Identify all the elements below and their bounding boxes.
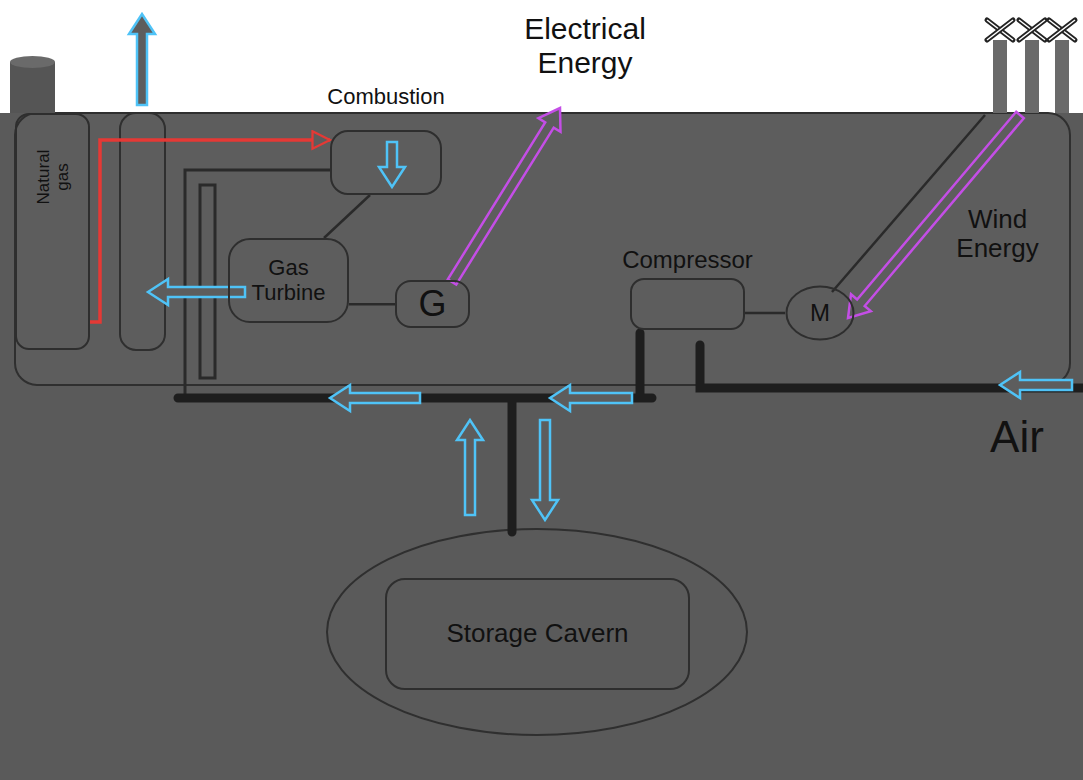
air-intake-arrow [1000, 372, 1072, 398]
node-heading: Compressor [622, 247, 753, 274]
air-in-arrow [379, 142, 405, 187]
motor-circle: M [785, 285, 855, 341]
air-flow-arrow [550, 385, 632, 411]
combustion-chamber: Combustion [330, 130, 442, 195]
circle-outline [787, 287, 854, 340]
turbine-tower [1025, 40, 1039, 113]
turbine-blade [987, 20, 1013, 40]
turbine-tower [1055, 40, 1069, 113]
cavern-in-arrow [532, 420, 558, 520]
node-heading: Combustion [327, 85, 444, 110]
sky-band [0, 0, 1083, 113]
shaft-line [745, 312, 785, 315]
turbine-blade [1019, 20, 1045, 40]
cavern-box: Storage Cavern [385, 578, 690, 690]
energy-input-label: Wind Energy [940, 205, 1055, 263]
generator-box: G [395, 280, 470, 328]
electric-arrow [448, 108, 561, 285]
heat-exchanger [120, 113, 165, 350]
exhaust-arrow [129, 14, 155, 105]
gas-tank [10, 62, 55, 113]
air-flow-arrow [330, 385, 420, 411]
gas-supply: Natural gas [15, 113, 90, 350]
turbine-blade [1019, 20, 1045, 40]
energy-output-label: Electrical Energy [485, 12, 685, 79]
flow-arrows [129, 14, 1072, 520]
wind-turbines [987, 20, 1075, 113]
turbine-blade [987, 20, 1013, 40]
node-label: Gas Turbine [230, 256, 347, 305]
turbine-blade [1019, 20, 1045, 40]
turbine-blade [987, 20, 1013, 40]
air-feed-pipe [200, 185, 215, 378]
ground [0, 113, 1083, 780]
node-label: Natural gas [33, 141, 71, 213]
main-pipe [178, 333, 652, 532]
turbine-blade [987, 20, 1013, 40]
shaft-line [349, 303, 395, 306]
turbine-blade [1049, 20, 1075, 40]
cavern-outline [327, 529, 747, 735]
turbine-blade [1049, 20, 1075, 40]
turbine-blade [1049, 20, 1075, 40]
shaft-line [324, 195, 370, 238]
node-label: Storage Cavern [440, 619, 634, 648]
turbine-blade [1019, 20, 1045, 40]
node-label: G [412, 284, 452, 324]
exhaust-flow-arrow [148, 279, 245, 305]
turbine-box: Gas Turbine [228, 238, 349, 323]
cavern-out-arrow [457, 420, 483, 515]
turbine-tower [993, 40, 1007, 113]
air-label: Air [972, 412, 1062, 461]
compressor-box: Compressor [630, 278, 745, 330]
wind-shaft-line [832, 115, 985, 292]
turbine-blade [1049, 20, 1075, 40]
gas-tank-top [10, 56, 55, 68]
node-label: M [804, 300, 836, 327]
